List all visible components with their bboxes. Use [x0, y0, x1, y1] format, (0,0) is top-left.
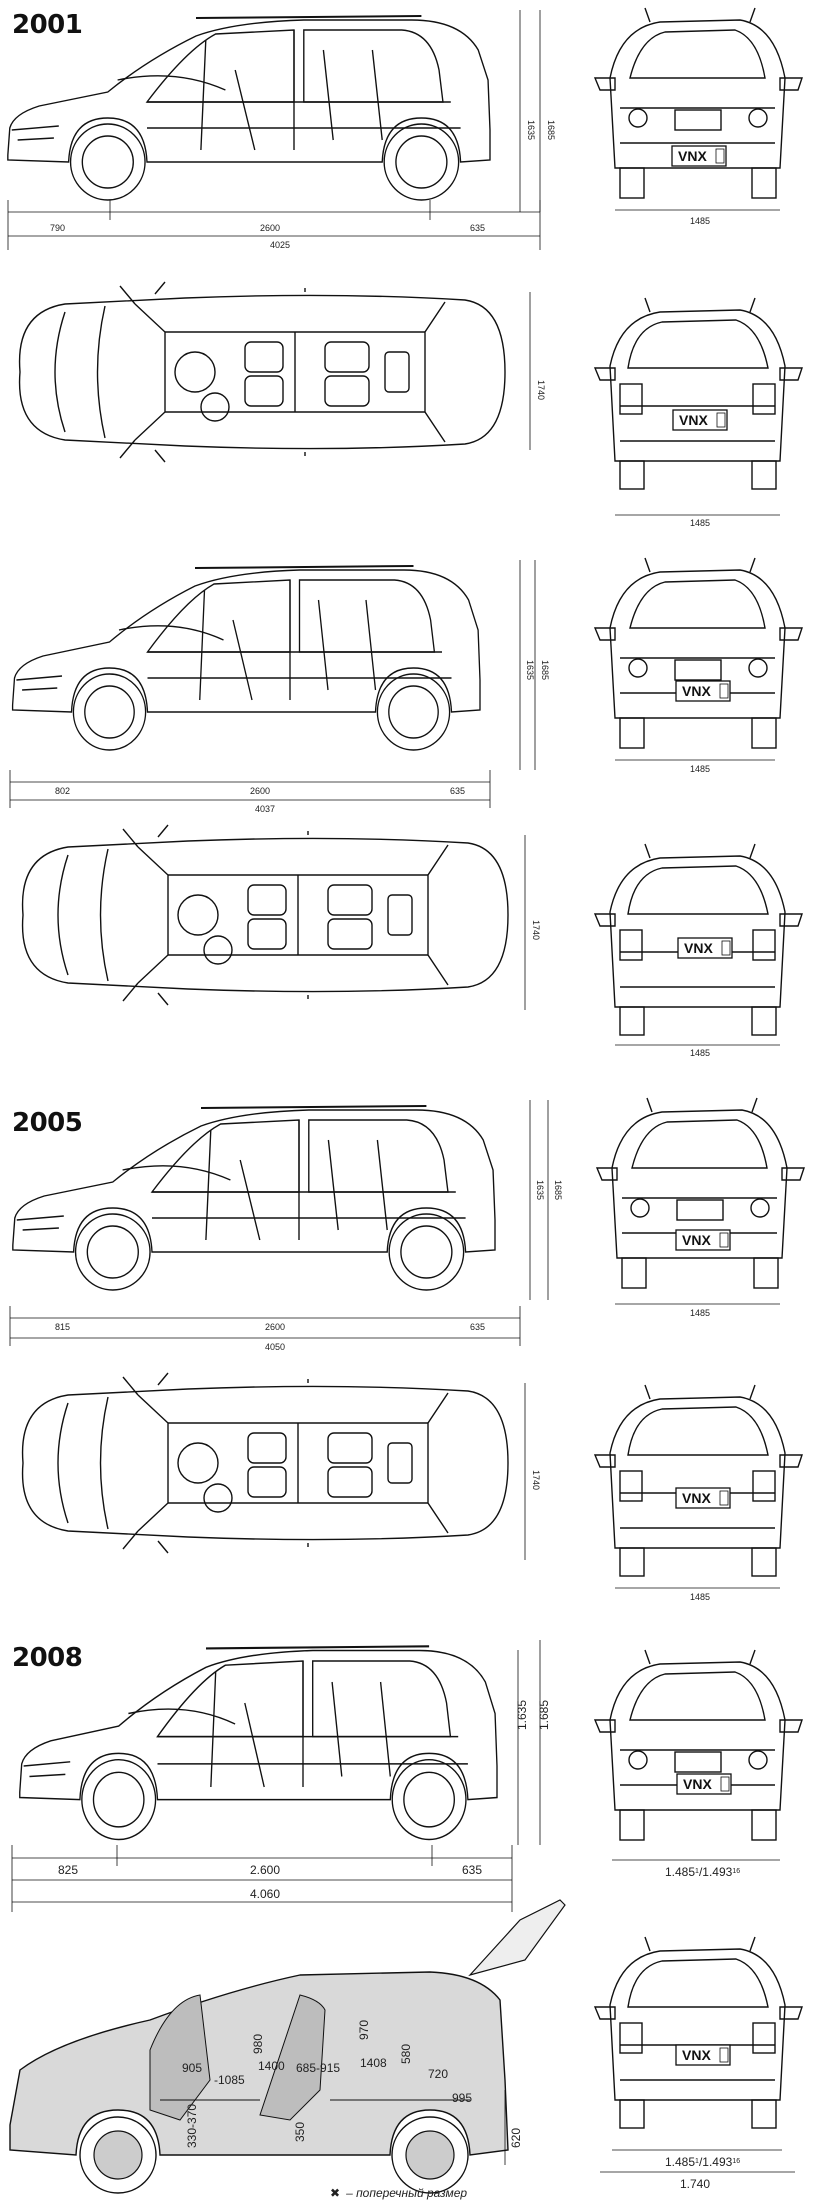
dim-height-1: 1635 [525, 660, 535, 680]
dim-rear-track: 1485 [690, 518, 710, 528]
license-plate-rear-2001: VNX [679, 412, 708, 428]
dim-height-2: 1685 [540, 660, 550, 680]
dim-wheelbase: 2600 [250, 786, 270, 796]
dim-970: 970 [357, 2020, 371, 2040]
dim-rear-track: 1485 [690, 1592, 710, 1602]
rear-view-2001b [594, 843, 803, 1046]
dim-height-1: 1635 [526, 120, 536, 140]
dim-980: 980 [251, 2034, 265, 2054]
dim-front-track: 1485 [690, 1308, 710, 1318]
front-view-2008 [594, 1649, 803, 1861]
front-view-2001 [594, 7, 803, 211]
dim-rear-track: 1485 [690, 1048, 710, 1058]
dim-height-2: 1685 [546, 120, 556, 140]
dim-rear-overhang: 635 [462, 1863, 482, 1877]
dim-685-915: 685-915 [296, 2061, 340, 2075]
rear-view-2005 [594, 1384, 803, 1589]
side-view-2001 [6, 10, 541, 250]
dim-wheelbase: 2600 [265, 1322, 285, 1332]
top-view-2001b [21, 824, 526, 1010]
license-plate-rear-2008: VNX [682, 2047, 711, 2063]
license-plate-rear-2001b: VNX [684, 940, 713, 956]
cross-dimension-icon: ✖ [330, 2186, 341, 2200]
dim-1408: 1408 [360, 2056, 387, 2070]
dim-length: 4037 [255, 804, 275, 814]
dim-front-overhang: 790 [50, 223, 65, 233]
dim-width: 1740 [531, 920, 541, 940]
dim-overall-width: 1.740 [680, 2177, 710, 2191]
dim-front-track: 1.4851/1.49316 [665, 1865, 740, 1879]
front-view-2001b [594, 557, 803, 761]
dim-height-1: 1635 [535, 1180, 545, 1200]
dim-1400: 1400 [258, 2059, 285, 2073]
dim-rear-overhang: 635 [470, 223, 485, 233]
legend-text: – поперечный размер [346, 2186, 468, 2200]
year-label-2005: 2005 [12, 1108, 83, 1138]
side-view-2008 [11, 1640, 541, 1912]
top-view-2005 [21, 1372, 526, 1560]
dim-front-overhang: 825 [58, 1863, 78, 1877]
license-plate-front-2001: VNX [678, 148, 707, 164]
side-view-2005 [9, 1100, 549, 1346]
license-plate-rear-2005: VNX [682, 1490, 711, 1506]
dim-height-2: 1.685 [537, 1700, 551, 1730]
dim-620: 620 [509, 2128, 523, 2148]
dim-rear-track: 1.4851/1.49316 [665, 2155, 740, 2169]
rear-view-2008 [594, 1936, 803, 2173]
dim-length: 4050 [265, 1342, 285, 1352]
dim-width: 1740 [536, 380, 546, 400]
dim-rear-overhang: 635 [470, 1322, 485, 1332]
dim-350: 350 [293, 2122, 307, 2142]
dim-580: 580 [399, 2044, 413, 2064]
rear-view-2001 [594, 297, 803, 516]
dim-wheelbase: 2.600 [250, 1863, 280, 1877]
dim-height-2: 1685 [553, 1180, 563, 1200]
dim-1085: -1085 [214, 2073, 245, 2087]
dim-front-overhang: 802 [55, 786, 70, 796]
dim-905: 905 [182, 2061, 202, 2075]
dim-wheelbase: 2600 [260, 223, 280, 233]
dim-length: 4.060 [250, 1887, 280, 1901]
year-label-2008: 2008 [12, 1643, 83, 1673]
year-label-2001: 2001 [12, 10, 83, 40]
dim-length: 4025 [270, 240, 290, 250]
license-plate-front-2005: VNX [682, 1232, 711, 1248]
top-view-2001 [18, 281, 531, 463]
interior-cutaway-2008 [9, 1899, 566, 2194]
dim-rear-overhang: 635 [450, 786, 465, 796]
front-view-2005 [596, 1097, 805, 1305]
dim-995: 995 [452, 2091, 472, 2105]
dim-front-track: 1485 [690, 764, 710, 774]
dim-front-overhang: 815 [55, 1322, 70, 1332]
dim-330-370: 330-370 [185, 2104, 199, 2148]
legend: ✖ – поперечный размер [330, 2186, 467, 2200]
license-plate-front-2008: VNX [683, 1776, 712, 1792]
dim-front-track: 1485 [690, 216, 710, 226]
side-view-2001b [9, 560, 536, 808]
dim-720: 720 [428, 2067, 448, 2081]
dim-height-1: 1.635 [515, 1700, 529, 1730]
license-plate-front-2001b: VNX [682, 683, 711, 699]
dim-width: 1740 [531, 1470, 541, 1490]
